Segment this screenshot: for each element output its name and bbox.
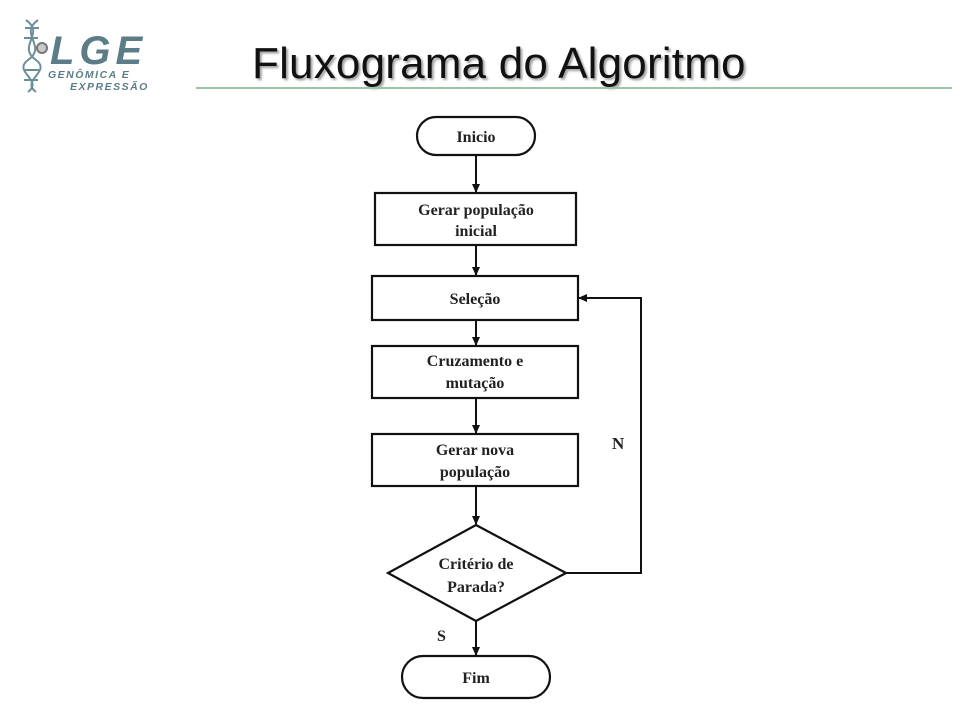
loop-back-arrow [566,294,642,574]
end-label: Fim [462,670,490,687]
logo-line1: GENÔMICA E [48,68,130,81]
title-divider [196,87,952,89]
dna-helix-icon [22,19,48,93]
crossover-label-2: mutação [446,375,505,392]
crossover-mutation-box [370,344,580,400]
no-label: N [612,434,625,453]
init-population-label-1: Gerar população [418,202,534,219]
new-population-label-2: população [440,464,510,481]
init-population-box [373,191,578,247]
decision-label-1: Critério de [438,556,513,573]
end-node [400,654,552,700]
decision-label-2: Parada? [447,579,505,596]
new-population-label-1: Gerar nova [436,442,514,459]
decision-diamond [385,523,569,623]
logo-mark: LGE [50,29,147,73]
lge-logo: LGE GENÔMICA E EXPRESSÃO [22,19,149,93]
crossover-label-1: Cruzamento e [427,353,523,370]
selection-label: Seleção [450,291,501,308]
init-population-label-2: inicial [455,223,497,240]
page-title: Fluxograma do Algoritmo [252,39,746,88]
yes-label: S [437,628,446,645]
logo-line2: EXPRESSÃO [70,80,149,93]
start-label: Inicio [456,129,495,146]
